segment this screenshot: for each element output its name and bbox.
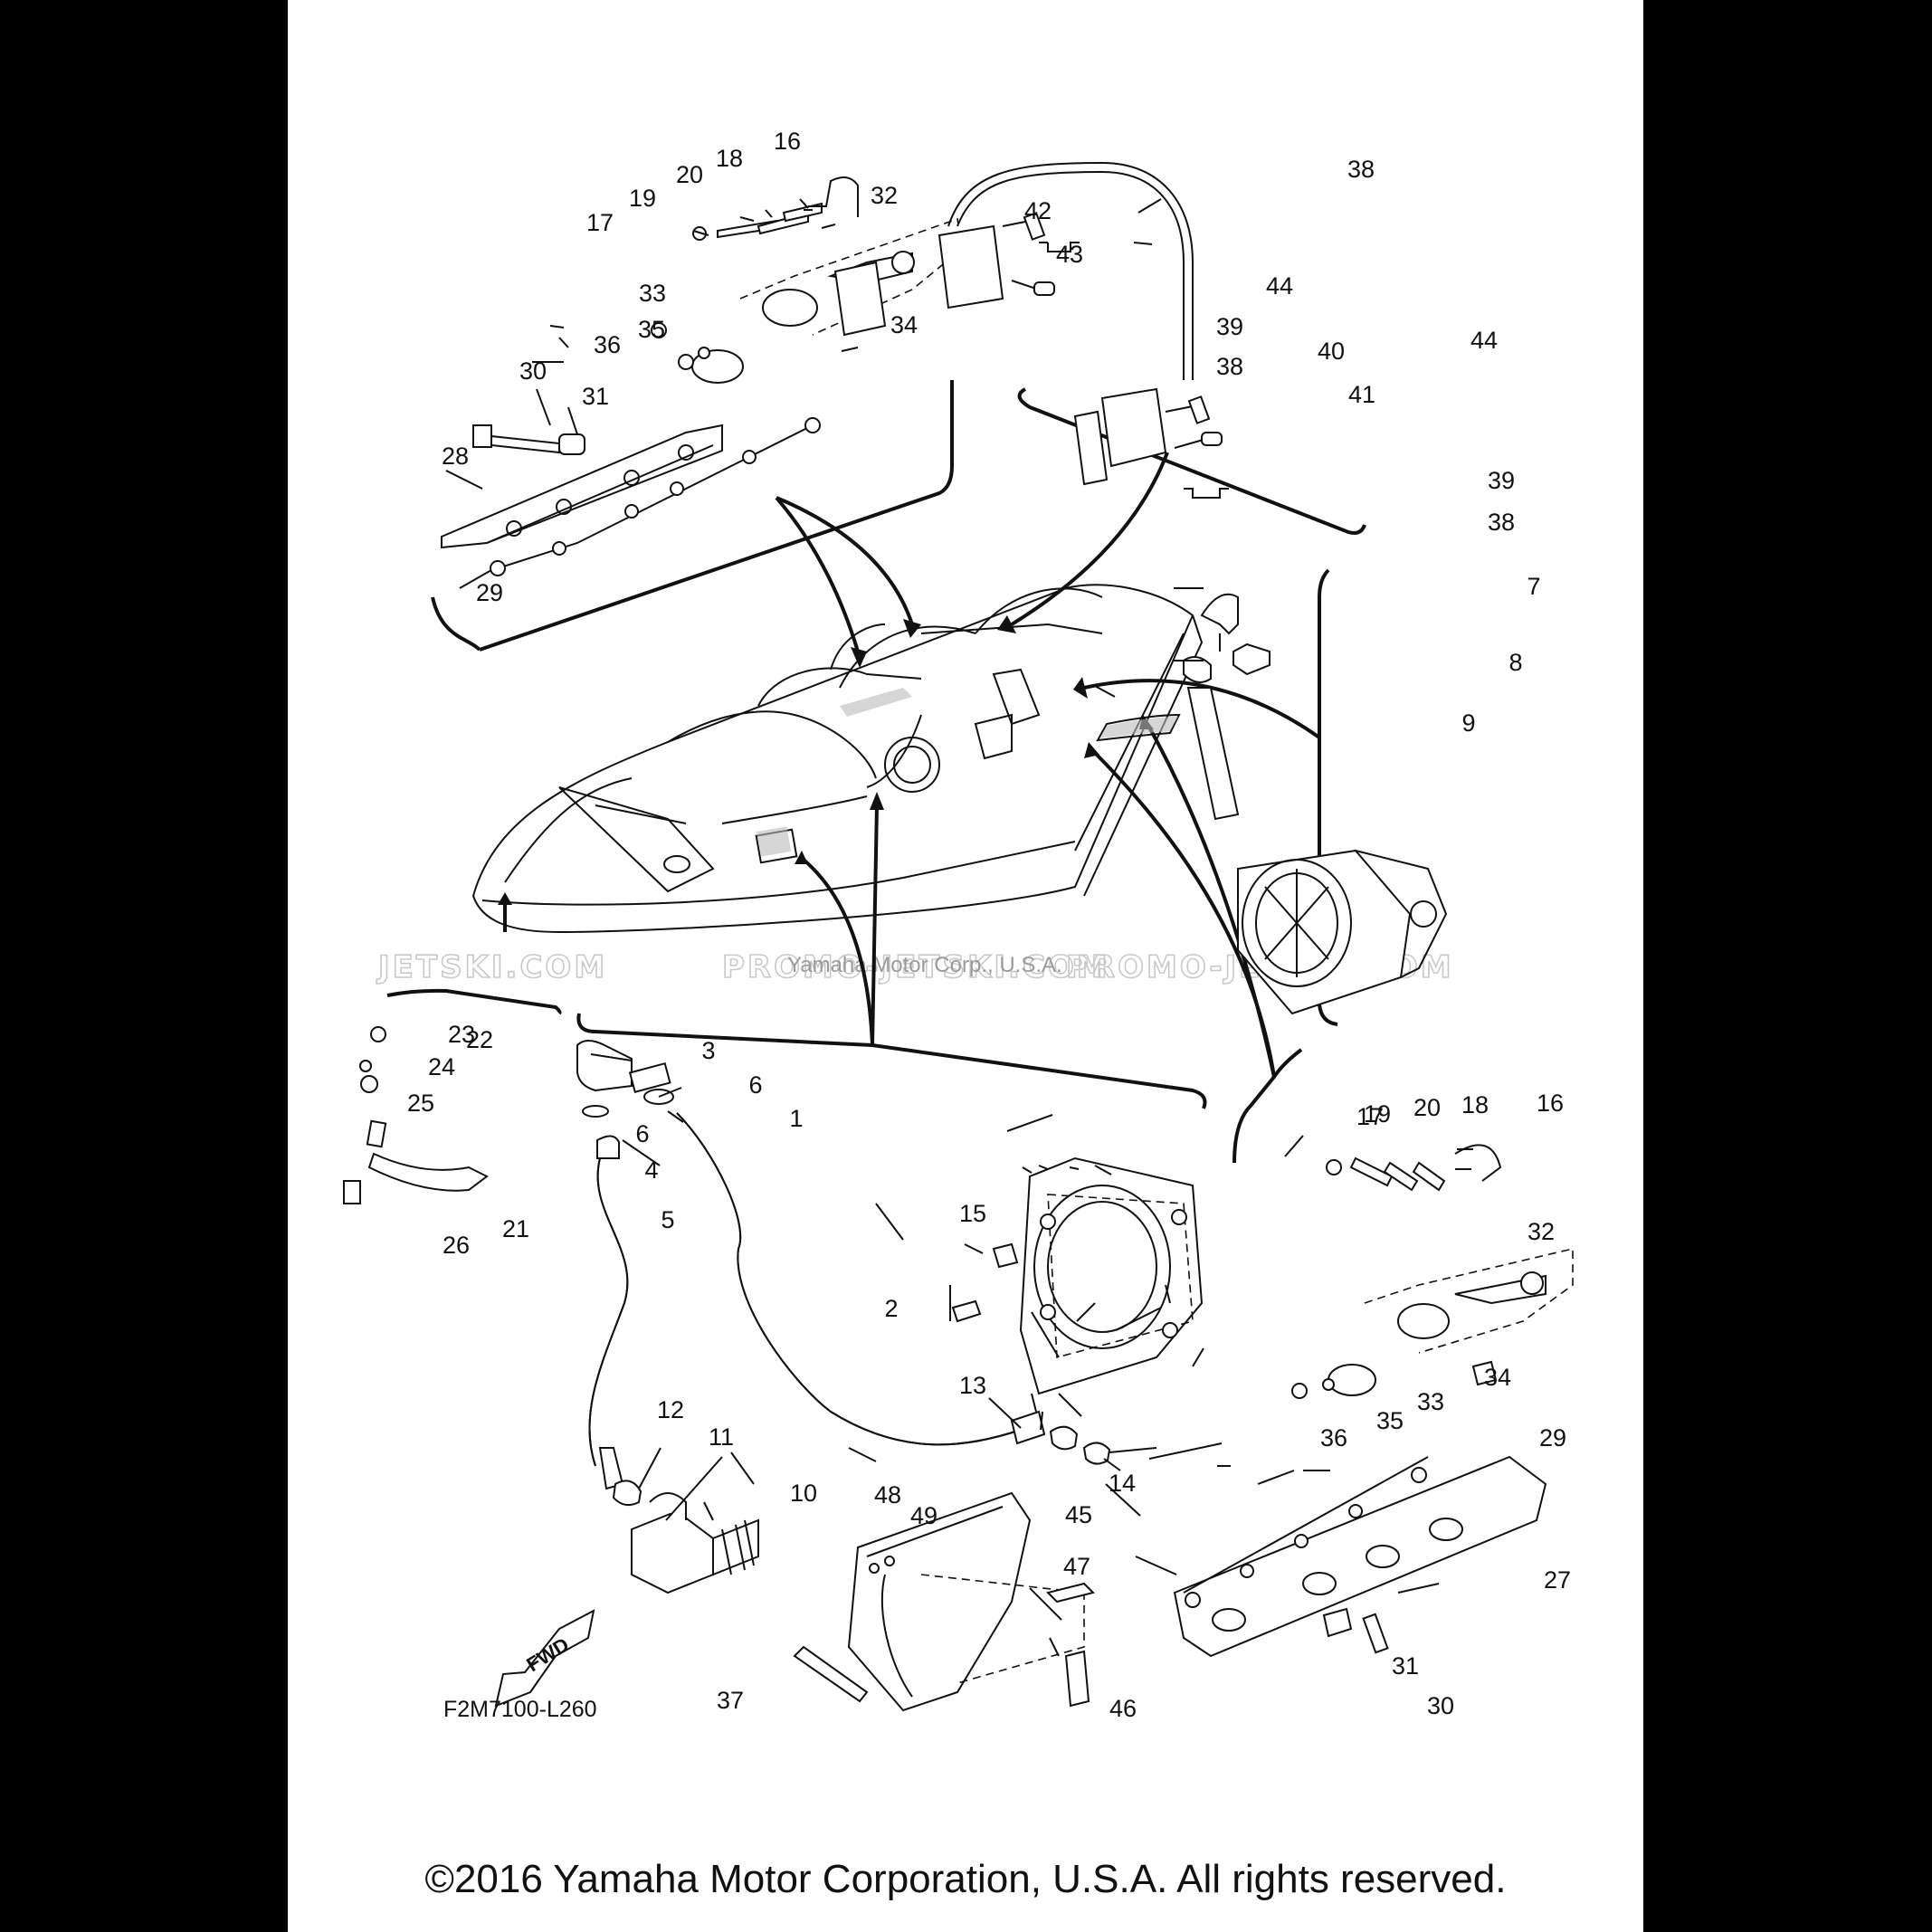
callout-44b: 44 bbox=[1470, 327, 1498, 354]
callout-34b: 34 bbox=[1484, 1364, 1511, 1391]
callout-34a: 34 bbox=[890, 311, 918, 338]
callout-19b: 19 bbox=[1364, 1100, 1391, 1128]
callout-22: 22 bbox=[466, 1026, 493, 1053]
callout-19a: 19 bbox=[629, 185, 656, 212]
group-bottom-center-housing bbox=[951, 1156, 1204, 1465]
callout-35b: 35 bbox=[1376, 1407, 1404, 1434]
callout-35a: 35 bbox=[638, 316, 665, 343]
callout-16b: 16 bbox=[1537, 1090, 1564, 1117]
group-bottom-intake-grate bbox=[793, 1491, 1095, 1712]
callout-20b: 20 bbox=[1413, 1094, 1441, 1121]
callout-38a: 38 bbox=[1347, 156, 1375, 183]
callout-32a: 32 bbox=[871, 182, 898, 209]
callout-39b: 39 bbox=[1488, 467, 1515, 494]
parts-diagram-art: JETSKI.COM PROMO-JETSKI.COM PROMO-JETSKI… bbox=[343, 128, 1574, 1722]
callout-46: 46 bbox=[1109, 1695, 1137, 1722]
callout-4: 4 bbox=[644, 1156, 658, 1184]
group-right-jet-pump bbox=[1183, 593, 1448, 1015]
callout-20a: 20 bbox=[676, 161, 703, 188]
callout-17a: 17 bbox=[586, 209, 614, 236]
callout-18b: 18 bbox=[1461, 1091, 1489, 1118]
group-bottom-right-parts bbox=[1173, 1144, 1574, 1658]
callout-6b: 6 bbox=[635, 1120, 649, 1147]
callout-leaders bbox=[445, 198, 1440, 1657]
group-bottom-left-hoses bbox=[343, 1026, 1022, 1594]
callout-30a: 30 bbox=[519, 357, 547, 385]
callout-15: 15 bbox=[959, 1200, 986, 1227]
callout-14: 14 bbox=[1109, 1470, 1136, 1497]
callout-36a: 36 bbox=[594, 331, 621, 358]
group-top-right-handle bbox=[833, 161, 1229, 499]
callout-43: 43 bbox=[1056, 241, 1083, 268]
callout-6a: 6 bbox=[748, 1071, 762, 1099]
callout-41: 41 bbox=[1348, 381, 1375, 408]
callout-numbers: 1 2 3 4 5 6 6 7 8 9 10 11 12 13 14 15 16… bbox=[407, 128, 1571, 1722]
callout-49: 49 bbox=[910, 1502, 937, 1529]
watermark-yamaha: Yamaha Motor Corp., U.S.A. bbox=[787, 953, 1062, 977]
callout-36b: 36 bbox=[1320, 1424, 1347, 1451]
parts-diagram-sheet: JETSKI.COM PROMO-JETSKI.COM PROMO-JETSKI… bbox=[288, 0, 1643, 1932]
callout-2: 2 bbox=[884, 1295, 898, 1322]
callout-48: 48 bbox=[874, 1481, 901, 1508]
callout-29b: 29 bbox=[1539, 1424, 1566, 1451]
callout-33b: 33 bbox=[1417, 1388, 1444, 1415]
callout-11: 11 bbox=[709, 1423, 734, 1451]
watermark-promo-1: PROMO-JETSKI.COM bbox=[722, 949, 1110, 985]
drawing-code: F2M7100-L260 bbox=[443, 1697, 597, 1722]
watercraft-illustration bbox=[471, 584, 1204, 934]
callout-1: 1 bbox=[789, 1105, 803, 1132]
callout-40: 40 bbox=[1318, 338, 1345, 365]
callout-21: 21 bbox=[502, 1215, 529, 1242]
callout-32b: 32 bbox=[1528, 1218, 1555, 1245]
callout-23: 23 bbox=[448, 1021, 475, 1048]
callout-3: 3 bbox=[701, 1037, 715, 1064]
callout-44a: 44 bbox=[1266, 272, 1293, 300]
callout-25: 25 bbox=[407, 1090, 434, 1117]
callout-24: 24 bbox=[428, 1053, 455, 1080]
callout-26: 26 bbox=[443, 1232, 470, 1259]
group-top-left-parts bbox=[441, 176, 963, 576]
callout-31a: 31 bbox=[582, 383, 609, 410]
callout-27: 27 bbox=[1544, 1566, 1571, 1594]
callout-30b: 30 bbox=[1427, 1692, 1454, 1719]
copyright-notice: ©2016 Yamaha Motor Corporation, U.S.A. A… bbox=[424, 1857, 1507, 1901]
callout-16a: 16 bbox=[774, 128, 801, 155]
callout-5: 5 bbox=[661, 1206, 674, 1233]
callout-9: 9 bbox=[1461, 709, 1475, 737]
callout-47: 47 bbox=[1063, 1553, 1090, 1580]
pointer-arrows bbox=[498, 452, 1321, 1078]
callout-29a: 29 bbox=[476, 579, 503, 606]
callout-12: 12 bbox=[657, 1396, 684, 1423]
callout-38b: 38 bbox=[1216, 353, 1243, 380]
fwd-arrow: FWD bbox=[494, 1609, 595, 1708]
callout-33a: 33 bbox=[639, 280, 666, 307]
callout-17b: 17 bbox=[1356, 1103, 1384, 1130]
callout-31b: 31 bbox=[1392, 1652, 1419, 1680]
callout-10: 10 bbox=[790, 1480, 817, 1507]
callout-28: 28 bbox=[442, 443, 469, 470]
callout-7: 7 bbox=[1527, 573, 1540, 600]
callout-8: 8 bbox=[1508, 649, 1522, 676]
callout-45: 45 bbox=[1065, 1501, 1092, 1528]
callout-37: 37 bbox=[717, 1687, 744, 1714]
callout-42: 42 bbox=[1024, 197, 1052, 224]
callout-18a: 18 bbox=[716, 145, 743, 172]
callout-13: 13 bbox=[959, 1372, 986, 1399]
callout-38c: 38 bbox=[1488, 509, 1515, 536]
callout-39a: 39 bbox=[1216, 313, 1243, 340]
watermark-jetski: JETSKI.COM bbox=[376, 949, 607, 985]
